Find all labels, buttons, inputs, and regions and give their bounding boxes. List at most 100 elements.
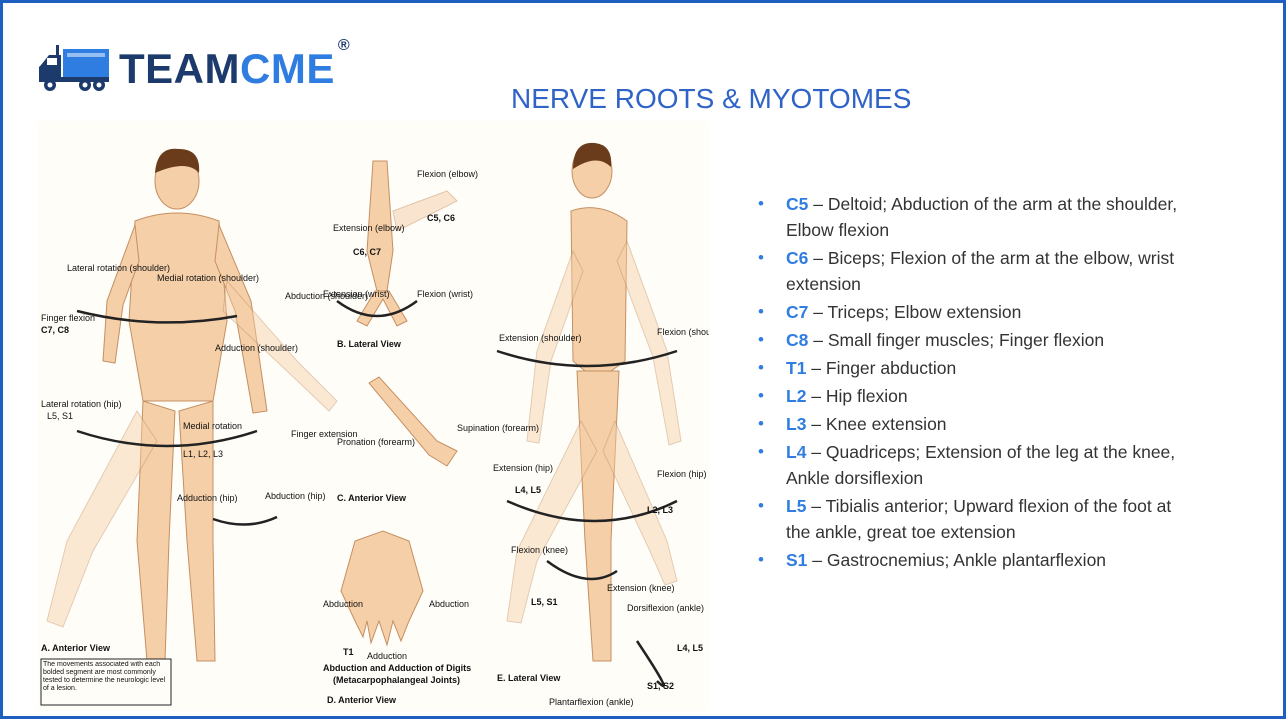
label-l4l5: L4, L5: [515, 485, 541, 495]
label-extension-elbow: Extension (elbow): [333, 223, 405, 233]
bullet-icon: •: [758, 191, 764, 217]
label-medial-rotation: Medial rotation: [183, 421, 242, 431]
label-med-rot-shoulder: Medial rotation (shoulder): [157, 273, 259, 283]
label-l5s1-a: L5, S1: [47, 411, 73, 421]
bullet-icon: •: [758, 355, 764, 381]
root-description: – Gastrocnemius; Ankle plantarflexion: [807, 550, 1106, 570]
label-l4l5-ankle: L4, L5: [677, 643, 703, 653]
logo-team: TEAM: [119, 45, 240, 92]
figure-d-caption: D. Anterior View: [327, 695, 397, 705]
label-lat-rot-shoulder: Lateral rotation (shoulder): [67, 263, 170, 273]
label-digits: Abduction and Adduction of Digits: [323, 663, 471, 673]
root-description: – Tibialis anterior; Upward flexion of t…: [786, 496, 1171, 542]
label-ext-knee: Extension (knee): [607, 583, 675, 593]
label-dorsiflexion: Dorsiflexion (ankle): [627, 603, 704, 613]
bullet-icon: •: [758, 245, 764, 271]
root-code: C7: [786, 302, 808, 322]
truck-icon: [37, 43, 113, 95]
label-ext-hip: Extension (hip): [493, 463, 553, 473]
root-description: – Biceps; Flexion of the arm at the elbo…: [786, 248, 1174, 294]
root-code: C5: [786, 194, 808, 214]
figure-c-forearm: [369, 377, 457, 466]
figure-e-ghost-leg-back: [507, 421, 597, 623]
label-l1l2l3: L1, L2, L3: [183, 449, 223, 459]
root-description: – Deltoid; Abduction of the arm at the s…: [786, 194, 1177, 240]
label-c7c8-a: C7, C8: [41, 325, 69, 335]
label-flex-hip: Flexion (hip): [657, 469, 707, 479]
slide-title: NERVE ROOTS & MYOTOMES: [511, 83, 911, 115]
label-l5s1-e: L5, S1: [531, 597, 558, 607]
label-t1: T1: [343, 647, 354, 657]
label-flex-wrist: Flexion (wrist): [417, 289, 473, 299]
bullet-icon: •: [758, 547, 764, 573]
label-l2l3: L2, L3: [647, 505, 673, 515]
list-item: • L4 – Quadriceps; Extension of the leg a…: [758, 439, 1178, 491]
label-adduction-hip: Adduction (hip): [177, 493, 238, 503]
label-mcp: (Metacarpophalangeal Joints): [333, 675, 460, 685]
list-item: •L5 – Tibialis anterior; Upward flexion …: [758, 493, 1178, 545]
label-ext-shoulder: Extension (shoulder): [499, 333, 582, 343]
label-adduction-d: Adduction: [367, 651, 407, 661]
root-code: S1: [786, 550, 807, 570]
teamcme-logo: TEAMCME®: [37, 39, 350, 99]
label-adduction-shoulder: Adduction (shoulder): [215, 343, 298, 353]
label-s1s2: S1, S2: [647, 681, 674, 691]
label-c5c6: C5, C6: [427, 213, 455, 223]
label-pronation: Pronation (forearm): [337, 437, 415, 447]
root-code: L4: [786, 442, 806, 462]
figure-e-torso: [571, 208, 627, 381]
figure-c-caption: C. Anterior View: [337, 493, 407, 503]
list-item: • C6 – Biceps; Flexion of the arm at the …: [758, 245, 1178, 297]
label-ext-wrist: Extension (wrist): [323, 289, 390, 299]
logo-wordmark: TEAMCME®: [119, 45, 350, 93]
list-item: •L3 – Knee extension: [758, 411, 1178, 437]
label-flex-shoulder: Flexion (shoulder): [657, 327, 709, 337]
list-item: • C5 – Deltoid; Abduction of the arm at t…: [758, 191, 1178, 243]
label-abduction-d-left: Abduction: [323, 599, 363, 609]
root-description: – Knee extension: [806, 414, 946, 434]
registered-mark: ®: [338, 37, 350, 54]
myotome-figure: Lateral rotation (shoulder) Medial rotat…: [37, 121, 709, 711]
bullet-icon: •: [758, 327, 764, 353]
list-item: • S1 – Gastrocnemius; Ankle plantarflexio…: [758, 547, 1178, 573]
label-c6c7-b: C6, C7: [353, 247, 381, 257]
label-flexion-elbow: Flexion (elbow): [417, 169, 478, 179]
figure-d-hand: [341, 531, 423, 645]
root-description: – Small finger muscles; Finger flexion: [808, 330, 1104, 350]
figure-e-ghost-arm-front: [617, 241, 681, 445]
logo-cme: CME: [240, 45, 335, 92]
figure-e-ghost-leg-front: [603, 421, 677, 585]
label-abduction-hip: Abduction (hip): [265, 491, 326, 501]
bullet-icon: •: [758, 299, 764, 325]
figure-a-leg-right: [179, 401, 215, 661]
figure-e-caption: E. Lateral View: [497, 673, 561, 683]
root-code: C6: [786, 248, 808, 268]
root-code: T1: [786, 358, 806, 378]
label-supination: Supination (forearm): [457, 423, 539, 433]
label-finger-flexion: Finger flexion: [41, 313, 95, 323]
root-code: C8: [786, 330, 808, 350]
label-flex-knee: Flexion (knee): [511, 545, 568, 555]
label-abduction-d-right: Abduction: [429, 599, 469, 609]
bullet-icon: •: [758, 383, 764, 409]
bullet-icon: •: [758, 439, 764, 465]
figure-a-torso: [129, 213, 227, 401]
list-item: • C7 – Triceps; Elbow extension: [758, 299, 1178, 325]
list-item: • T1 – Finger abduction: [758, 355, 1178, 381]
root-description: – Finger abduction: [806, 358, 956, 378]
list-item: • L2 – Hip flexion: [758, 383, 1178, 409]
bullet-icon: •: [758, 411, 764, 437]
figure-note: The movements associated with each bolde…: [43, 661, 169, 693]
bullet-icon: •: [758, 493, 764, 519]
label-lat-rot-hip: Lateral rotation (hip): [41, 399, 122, 409]
figure-a-caption: A. Anterior View: [41, 643, 111, 653]
root-description: – Quadriceps; Extension of the leg at th…: [786, 442, 1175, 488]
list-item: • C8 – Small finger muscles; Finger flexi…: [758, 327, 1178, 353]
root-description: – Triceps; Elbow extension: [808, 302, 1021, 322]
root-code: L2: [786, 386, 806, 406]
root-description: – Hip flexion: [806, 386, 907, 406]
figure-b-caption: B. Lateral View: [337, 339, 402, 349]
label-plantarflexion: Plantarflexion (ankle): [549, 697, 634, 707]
myotome-diagram: Lateral rotation (shoulder) Medial rotat…: [37, 121, 709, 711]
